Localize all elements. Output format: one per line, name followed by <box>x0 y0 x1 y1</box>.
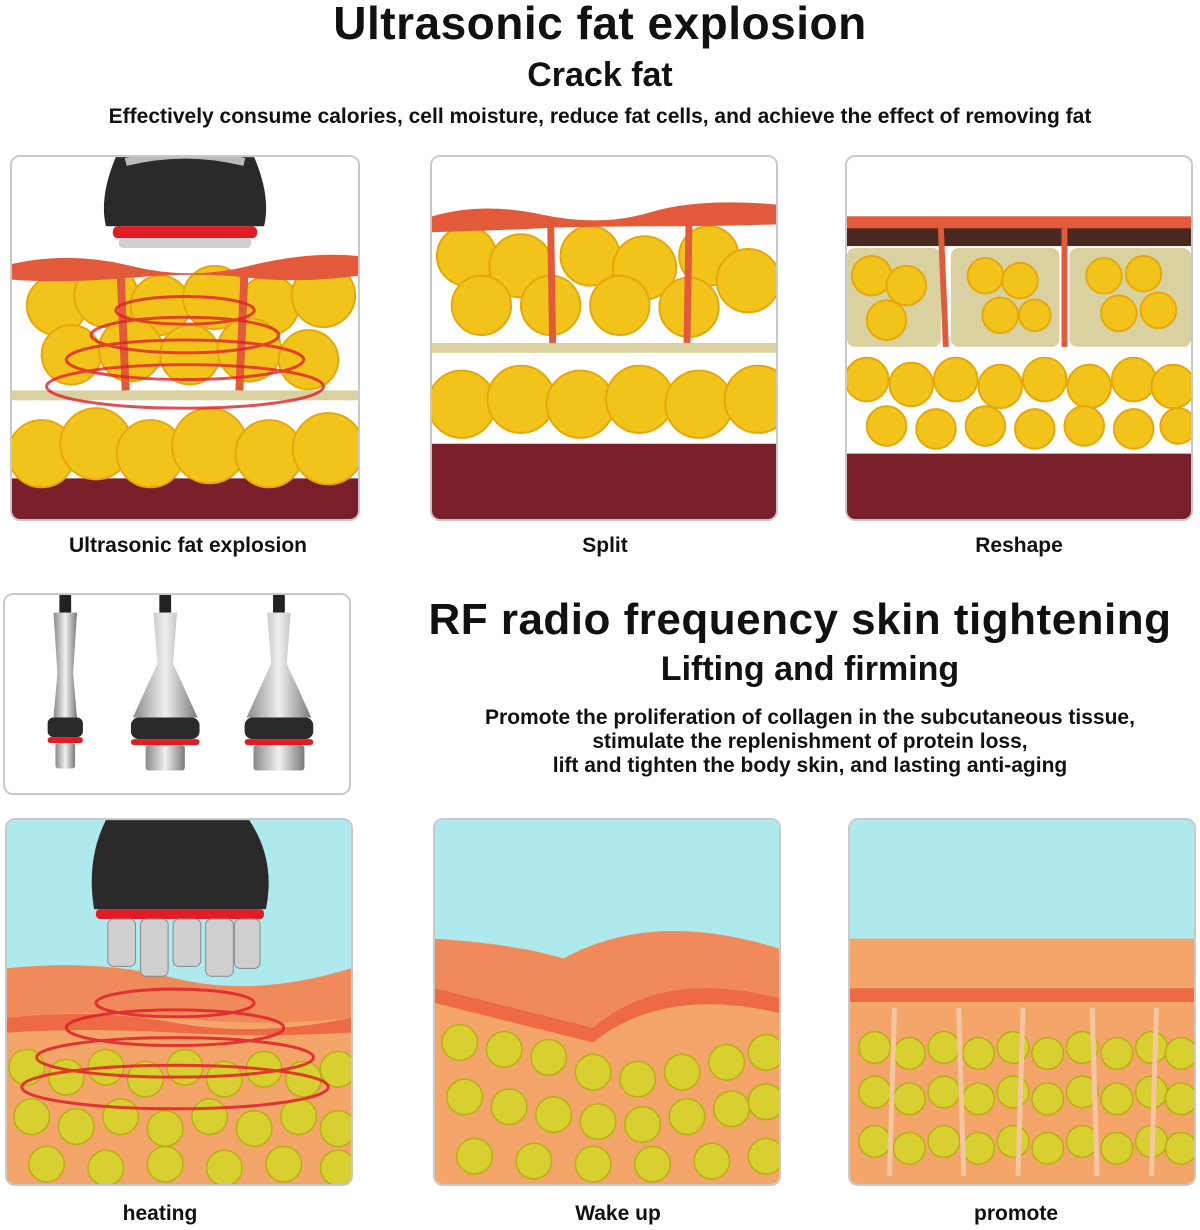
caption-promote: promote <box>974 1202 1058 1225</box>
rf-probe-medium <box>130 595 200 771</box>
section2-description-line: Promote the proliferation of collagen in… <box>485 706 1135 729</box>
ultrasonic-illustration <box>12 157 358 519</box>
wake-up-illustration <box>435 820 779 1184</box>
section1-title: Ultrasonic fat explosion <box>333 0 867 49</box>
caption-split: Split <box>582 534 628 557</box>
rf-probe-large <box>244 595 314 771</box>
panel-wake-up <box>433 818 781 1186</box>
rf-probes-illustration <box>6 595 348 793</box>
section2-title: RF radio frequency skin tightening <box>428 595 1172 644</box>
panel-reshape <box>845 155 1193 521</box>
caption-reshape: Reshape <box>975 534 1063 557</box>
caption-ultrasonic: Ultrasonic fat explosion <box>68 534 308 557</box>
panel-rf-probes <box>3 593 351 795</box>
caption-heating: heating <box>122 1202 198 1225</box>
section2-description-line: stimulate the replenishment of protein l… <box>592 730 1028 753</box>
section1-subtitle: Crack fat <box>527 56 673 94</box>
panel-promote <box>848 818 1196 1186</box>
section1-description: Effectively consume calories, cell moist… <box>108 105 1092 128</box>
section2-subtitle: Lifting and firming <box>660 650 960 688</box>
section2-description-line: lift and tighten the body skin, and last… <box>552 754 1068 777</box>
panel-ultrasonic <box>10 155 360 521</box>
panel-heating <box>5 818 353 1186</box>
split-illustration <box>432 157 776 519</box>
caption-wake-up: Wake up <box>575 1202 661 1225</box>
section2-description: Promote the proliferation of collagen in… <box>410 706 1200 778</box>
promote-illustration <box>850 820 1194 1184</box>
rf-probe-small <box>47 595 83 769</box>
reshape-illustration <box>847 157 1191 519</box>
panel-split <box>430 155 778 521</box>
heating-illustration <box>7 820 351 1184</box>
